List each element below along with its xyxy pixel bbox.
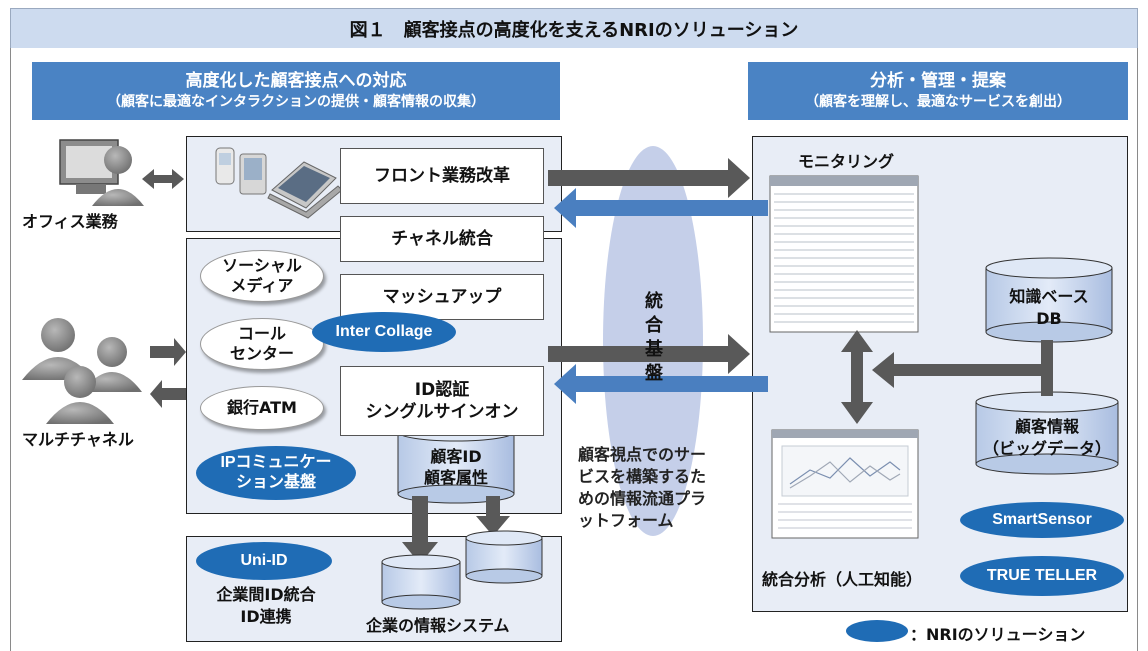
uni-id-solution: Uni-ID xyxy=(196,542,332,580)
customer-info-db xyxy=(975,391,1119,475)
enterprise-id-text: 企業間ID統合 ID連携 xyxy=(196,584,336,628)
id-auth-line1: ID認証 xyxy=(414,380,470,400)
enterprise-system-db-1 xyxy=(381,554,461,610)
platform-char-3: 基 xyxy=(645,339,663,360)
frame-right-border xyxy=(1137,48,1138,651)
channel-to-analysis-arrow xyxy=(548,334,750,374)
true-teller-solution: TRUE TELLER xyxy=(960,556,1124,596)
analysis-report-screenshot xyxy=(771,429,919,539)
right-header-line1: 分析・管理・提案 xyxy=(870,71,1006,91)
social-line1: ソーシャル xyxy=(222,256,302,275)
uni-id-label: Uni-ID xyxy=(240,552,288,569)
channel-integration-box: チャネル統合 xyxy=(340,216,544,262)
platform-desc-line4: ットフォーム xyxy=(578,511,674,530)
platform-char-4: 盤 xyxy=(645,363,663,384)
knowledge-base-db xyxy=(985,257,1113,343)
ip-communication-solution: IPコミュニケー ション基盤 xyxy=(196,446,356,500)
customer-id-line2: 顧客属性 xyxy=(423,468,488,487)
cust-info-line1: 顧客情報 xyxy=(1014,417,1079,436)
outbound-channel-arrow xyxy=(150,380,186,408)
platform-char-1: 統 xyxy=(645,291,663,312)
mobile-devices-icon xyxy=(215,147,343,219)
monitoring-report-screenshot xyxy=(769,175,919,333)
true-teller-label: TRUE TELLER xyxy=(986,567,1098,584)
left-header-line2: （顧客に最適なインタラクションの提供・顧客情報の収集） xyxy=(107,94,485,110)
platform-desc-line3: めの情報流通プラ xyxy=(578,489,707,508)
social-media-oval: ソーシャル メディア xyxy=(200,250,324,302)
left-section-header: 高度化した顧客接点への対応 （顧客に最適なインタラクションの提供・顧客情報の収集… xyxy=(32,62,560,120)
platform-description: 顧客視点でのサー ビスを構築するた めの情報流通プラ ットフォーム xyxy=(578,444,746,532)
office-bidirectional-arrow xyxy=(142,169,184,189)
call-line2: センター xyxy=(229,344,294,363)
integrated-analysis-label: 統合分析（人工知能） xyxy=(762,570,923,589)
platform-char-2: 合 xyxy=(645,315,663,336)
smartsensor-label: SmartSensor xyxy=(992,511,1092,528)
inter-collage-solution: Inter Collage xyxy=(312,312,456,352)
office-worker-icon xyxy=(59,139,144,206)
smartsensor-solution: SmartSensor xyxy=(960,502,1124,538)
enterprise-id-line2: ID連携 xyxy=(240,607,292,626)
left-header-line1: 高度化した顧客接点への対応 xyxy=(185,71,407,91)
mashup-box: マッシュアップ xyxy=(340,274,544,320)
platform-desc-line2: ビスを構築するた xyxy=(578,467,707,486)
right-section-header: 分析・管理・提案 （顧客を理解し、最適なサービスを創出） xyxy=(748,62,1128,120)
id-auth-sso-box: ID認証 シングルサインオン xyxy=(340,366,544,436)
cust-info-line2: （ビッグデータ） xyxy=(982,439,1111,458)
legend-swatch xyxy=(846,620,908,642)
monitoring-label: モニタリング xyxy=(798,152,895,171)
multichannel-label: マルチチャネル xyxy=(22,430,134,449)
platform-desc-line1: 顧客視点でのサー xyxy=(578,445,707,464)
analysis-to-channel-arrow xyxy=(554,364,768,404)
call-line1: コール xyxy=(237,324,286,343)
inbound-channel-arrow xyxy=(150,338,186,366)
front-to-monitoring-arrow xyxy=(548,158,750,198)
customer-id-line1: 顧客ID xyxy=(430,447,482,466)
social-line2: メディア xyxy=(230,276,294,295)
figure-title: 図１ 顧客接点の高度化を支えるNRIのソリューション xyxy=(10,8,1138,48)
bank-atm-oval: 銀行ATM xyxy=(200,386,324,430)
knowledge-line2: DB xyxy=(1036,309,1062,328)
id-to-systems-arrow-2 xyxy=(476,496,510,536)
enterprise-system-db-2 xyxy=(465,530,543,584)
integration-platform-label: 統 合 基 盤 xyxy=(640,290,668,386)
db-to-analysis-connector xyxy=(872,340,1053,396)
office-work-label: オフィス業務 xyxy=(22,212,118,231)
enterprise-systems-label: 企業の情報システム xyxy=(366,616,510,635)
knowledge-line1: 知識ベース xyxy=(1009,287,1089,306)
frame-left-border xyxy=(10,48,11,651)
knowledge-base-label: 知識ベース DB xyxy=(986,286,1112,330)
id-auth-line2: シングルサインオン xyxy=(365,402,519,422)
front-office-reform-box: フロント業務改革 xyxy=(340,148,544,204)
ip-line1: IPコミュニケー xyxy=(220,454,332,471)
id-to-systems-arrow-1 xyxy=(402,496,438,564)
multichannel-customers-icon xyxy=(22,318,142,424)
inter-collage-label: Inter Collage xyxy=(335,323,433,340)
call-center-oval: コール センター xyxy=(200,318,324,370)
atm-label: 銀行ATM xyxy=(227,398,297,417)
customer-info-label: 顧客情報 （ビッグデータ） xyxy=(972,416,1122,460)
monitoring-to-front-arrow xyxy=(554,188,768,228)
right-header-line2: （顧客を理解し、最適なサービスを創出） xyxy=(805,94,1071,110)
legend-label: ：NRIのソリューション xyxy=(910,625,1086,644)
ip-line2: ション基盤 xyxy=(235,474,316,491)
customer-id-db-label: 顧客ID 顧客属性 xyxy=(398,446,514,488)
monitoring-analysis-arrow xyxy=(841,330,873,424)
enterprise-id-line1: 企業間ID統合 xyxy=(216,585,316,604)
